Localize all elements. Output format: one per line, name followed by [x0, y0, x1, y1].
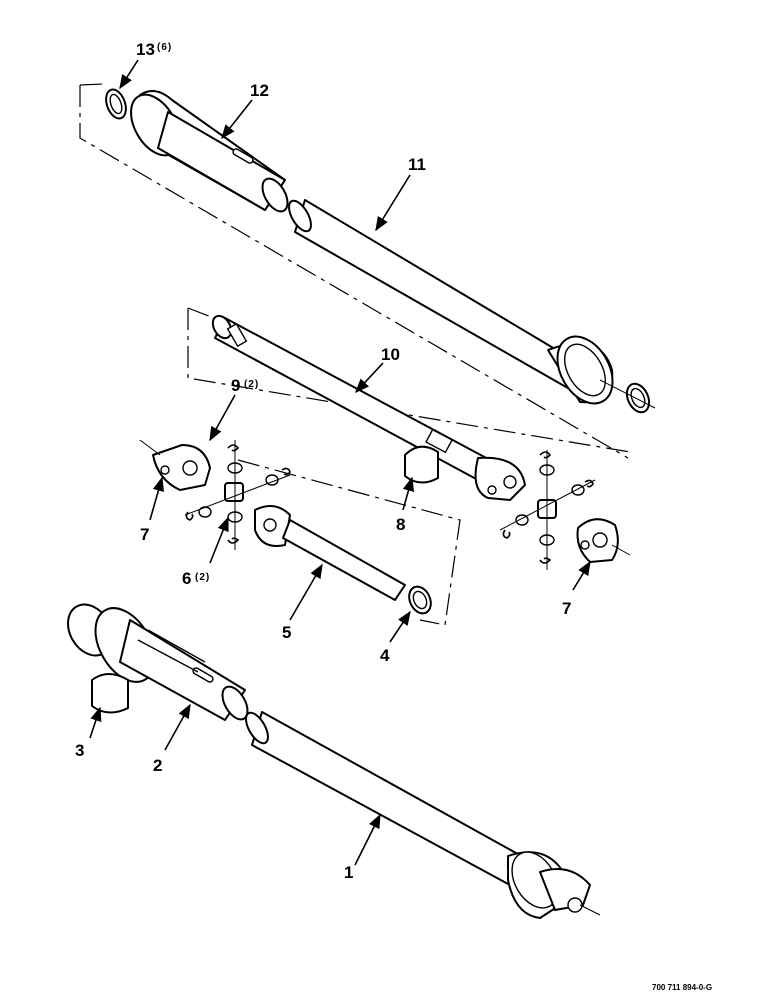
- callout-5: 5: [282, 623, 291, 642]
- outer-shield-half-11: [288, 199, 656, 409]
- callout-6: 6 (2): [182, 569, 210, 588]
- callout-13: 13 (6): [136, 40, 172, 59]
- cross-kit-left-6: [184, 440, 291, 550]
- callout-2: 2: [153, 756, 162, 775]
- callout-number: 6: [182, 569, 191, 588]
- retaining-ring-right: [625, 382, 651, 414]
- callout-10: 10: [381, 345, 400, 364]
- callout-12: 12: [250, 81, 269, 100]
- callout-7-right: 7: [562, 599, 571, 618]
- yoke-left-7: [139, 439, 211, 491]
- leader-lines: [89, 59, 591, 866]
- callout-number: 13: [136, 40, 155, 59]
- boundary-middle-assembly: [187, 307, 631, 453]
- callout-number: 7: [562, 599, 571, 618]
- yoke-right-7: [576, 518, 631, 563]
- ring-4: [408, 585, 432, 615]
- inner-shaft-5: [254, 505, 406, 601]
- callout-quantity: (6): [157, 42, 172, 53]
- cross-kit-right: [499, 450, 596, 570]
- inner-drive-tube-10: [211, 314, 491, 481]
- callout-number: 10: [381, 345, 400, 364]
- callout-number: 8: [396, 515, 405, 534]
- callout-number: 9: [231, 376, 240, 395]
- callout-number: 4: [380, 646, 390, 665]
- callout-number: 3: [75, 741, 84, 760]
- callout-11: 11: [408, 155, 426, 174]
- callout-number: 7: [140, 525, 149, 544]
- callout-number: 2: [153, 756, 162, 775]
- callout-quantity: (2): [244, 379, 259, 390]
- outer-shield-half-12: [130, 90, 289, 213]
- callout-number: 12: [250, 81, 269, 100]
- drawing-code: 700 711 894-0-G: [652, 983, 712, 992]
- retaining-ring-top: [105, 88, 127, 120]
- callout-number: 11: [408, 155, 426, 174]
- callout-9: 9 (2): [231, 376, 259, 395]
- callout-7-left: 7: [140, 525, 149, 544]
- callout-4: 4: [380, 646, 390, 665]
- shield-bearing-8: [404, 445, 439, 484]
- bearing-shell-3: [91, 673, 129, 714]
- callout-8: 8: [396, 515, 405, 534]
- callout-3: 3: [75, 741, 84, 760]
- yoke-tube-10: [474, 456, 526, 501]
- boundary-inner-assembly: [237, 459, 461, 626]
- shield-cone-2: [67, 603, 249, 721]
- boundary-top-assembly: [79, 83, 629, 459]
- callout-1: 1: [344, 863, 353, 882]
- callout-number: 5: [282, 623, 291, 642]
- outer-tube-1: [245, 711, 601, 919]
- callout-quantity: (2): [195, 572, 210, 583]
- callout-number: 1: [344, 863, 353, 882]
